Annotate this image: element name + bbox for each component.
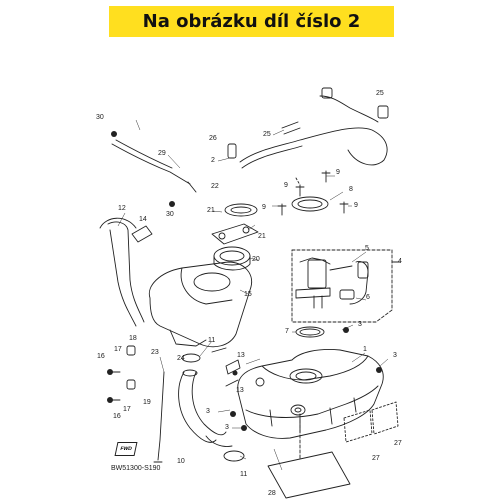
callout-19: 19 — [143, 399, 151, 406]
callout-9: 9 — [336, 169, 340, 176]
callout-3: 3 — [393, 352, 397, 359]
diagram-code: BW51300-S190 — [111, 465, 161, 472]
callout-21: 21 — [207, 207, 215, 214]
banner-title: Na obrázku díl číslo 2 — [142, 11, 361, 32]
callout-26: 26 — [209, 135, 217, 142]
callout-12: 12 — [118, 205, 126, 212]
callout-14: 14 — [139, 216, 147, 223]
callout-25: 25 — [376, 90, 384, 97]
callout-15: 15 — [244, 291, 252, 298]
callout-6: 6 — [366, 294, 370, 301]
title-banner: Na obrázku díl číslo 2 — [109, 6, 394, 37]
callout-29: 29 — [158, 150, 166, 157]
callout-27: 27 — [372, 455, 380, 462]
sender-unit-6 — [339, 289, 355, 300]
tank-filler-neck — [289, 368, 323, 384]
tank-outlet — [290, 404, 306, 416]
heat-shield-27b — [371, 401, 399, 435]
callout-3: 3 — [358, 321, 362, 328]
callout-4: 4 — [398, 258, 402, 265]
callout-17: 17 — [123, 406, 131, 413]
callout-2: 2 — [211, 157, 215, 164]
callout-7: 7 — [285, 328, 289, 335]
callout-18: 18 — [129, 335, 137, 342]
clamp-11b — [223, 450, 245, 462]
callout-3: 3 — [225, 424, 229, 431]
callout-30: 30 — [96, 114, 104, 121]
callout-13: 13 — [237, 352, 245, 359]
callout-21: 21 — [258, 233, 266, 240]
plate-28 — [267, 451, 351, 499]
callout-1: 1 — [363, 346, 367, 353]
callout-9: 9 — [354, 202, 358, 209]
callout-22: 22 — [211, 183, 219, 190]
callout-11: 11 — [240, 471, 248, 478]
callout-5: 5 — [365, 245, 369, 252]
fwd-arrow-icon: FWD — [114, 442, 138, 456]
callout-23: 23 — [151, 349, 159, 356]
callout-16: 16 — [113, 413, 121, 420]
callout-10: 10 — [177, 458, 185, 465]
rod-24 — [157, 371, 165, 461]
breather-hose-12 — [107, 221, 145, 323]
clamp-11a — [181, 353, 201, 363]
callout-25: 25 — [263, 131, 271, 138]
callout-9: 9 — [262, 204, 266, 211]
heat-shield-27a — [343, 409, 373, 443]
ring-8 — [291, 196, 329, 212]
callout-17: 17 — [114, 346, 122, 353]
filler-housing-15 — [148, 261, 252, 348]
callout-8: 8 — [349, 186, 353, 193]
callout-9: 9 — [284, 182, 288, 189]
fuel-hose-2 — [239, 127, 388, 166]
callout-11: 11 — [208, 337, 216, 344]
callout-20: 20 — [252, 256, 260, 263]
cap-plate-21 — [211, 223, 259, 245]
callout-30: 30 — [166, 211, 174, 218]
hose-29 — [111, 143, 191, 185]
pump-assembly-box — [291, 249, 393, 323]
callout-24: 24 — [177, 355, 185, 362]
drain-hose-10 — [178, 371, 217, 443]
fuel-pump-module — [307, 259, 327, 289]
cap-ring-22 — [224, 203, 258, 217]
fwd-label: FWD — [119, 446, 133, 452]
callout-13: 13 — [236, 387, 244, 394]
callout-3: 3 — [206, 408, 210, 415]
callout-16: 16 — [97, 353, 105, 360]
callout-27: 27 — [394, 440, 402, 447]
callout-28: 28 — [268, 490, 276, 497]
